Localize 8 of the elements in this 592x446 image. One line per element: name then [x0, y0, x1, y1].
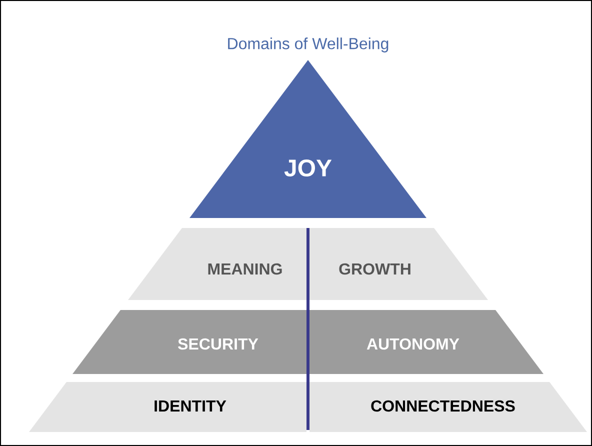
- pyramid-segment: MEANING: [128, 228, 306, 300]
- pyramid-segment: IDENTITY: [29, 382, 306, 432]
- pyramid-segment: CONNECTEDNESS: [310, 382, 587, 432]
- pyramid-segment: AUTONOMY: [310, 310, 544, 374]
- pyramid-segment: GROWTH: [310, 228, 488, 300]
- triangle-segment: JOY: [190, 60, 426, 218]
- pyramid-segment: SECURITY: [72, 310, 306, 374]
- title: Domains of Well-Being: [228, 38, 388, 52]
